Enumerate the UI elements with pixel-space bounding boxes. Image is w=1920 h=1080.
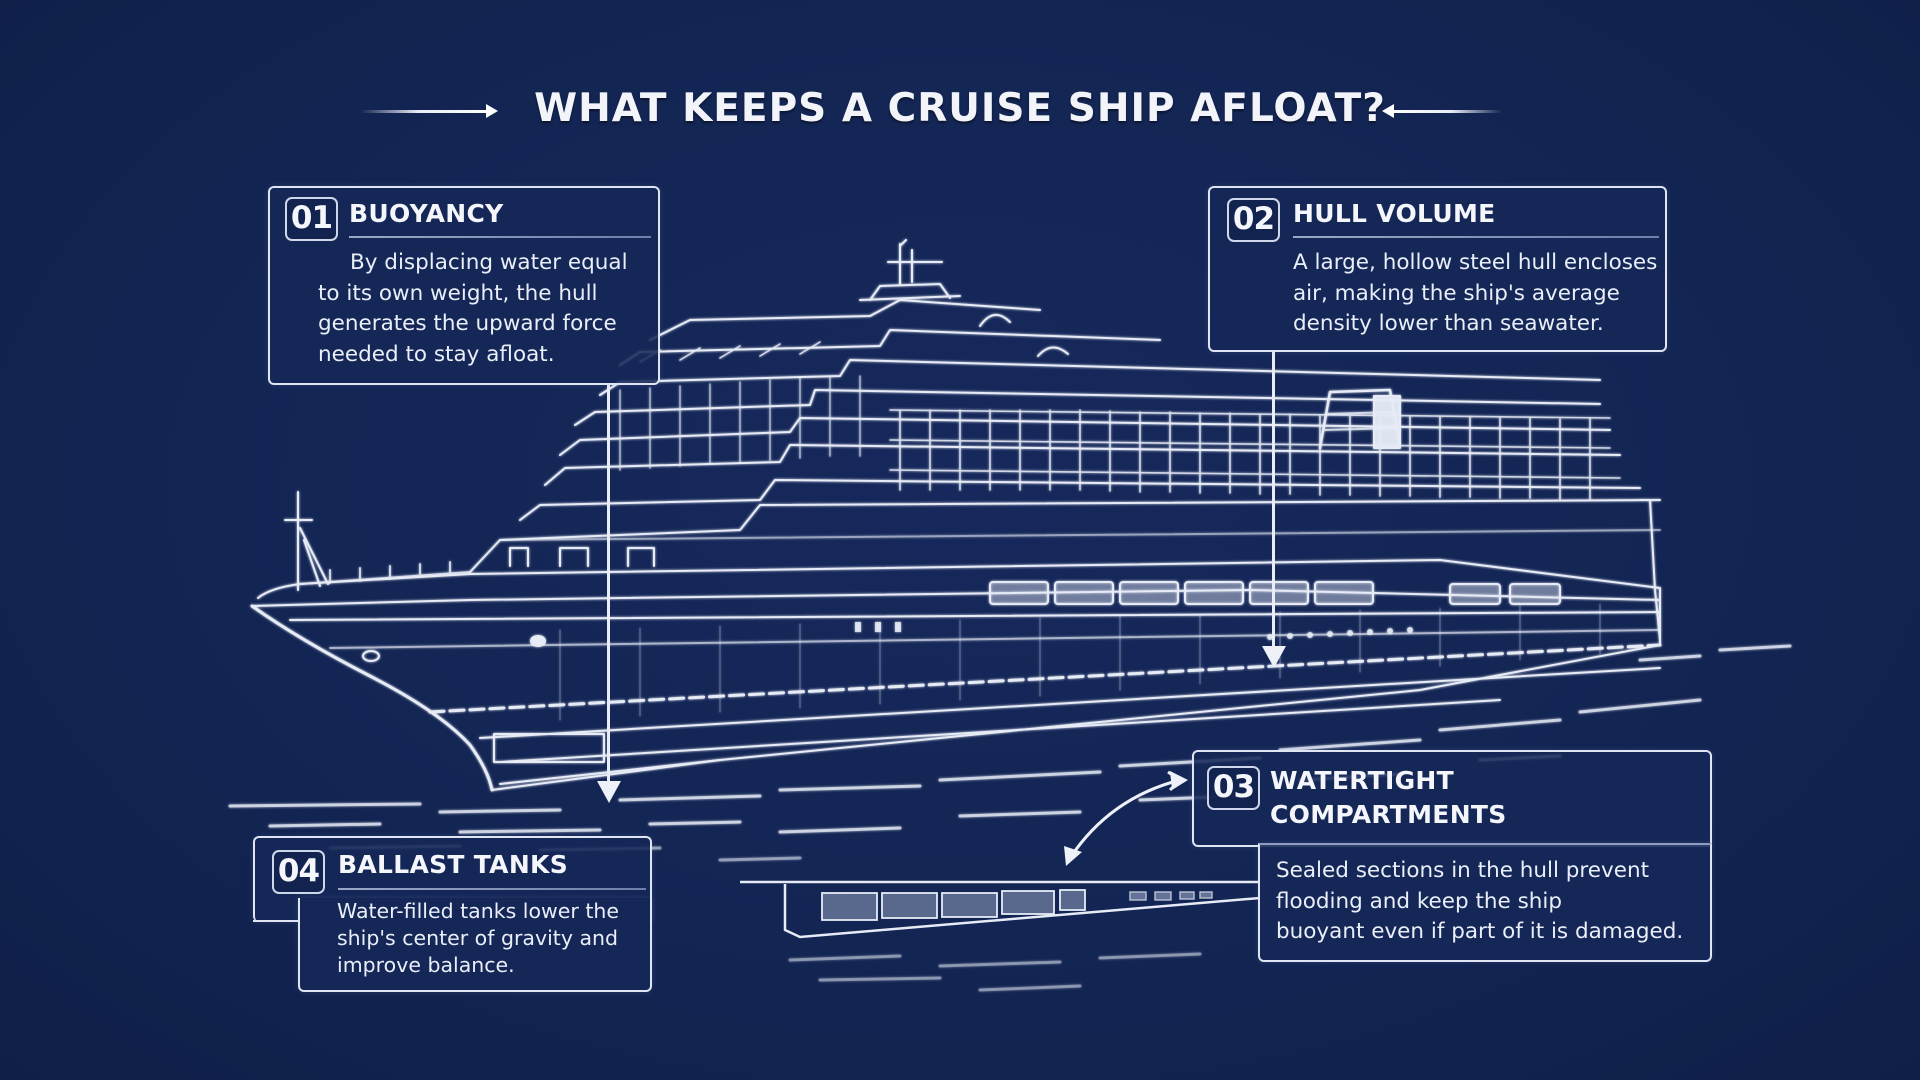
section-description: Water-filled tanks lower the ship's cent… [337, 899, 619, 977]
section-number-badge: 02 [1227, 198, 1280, 242]
section-heading: HULL VOLUME [1293, 199, 1496, 228]
title-left-arrow-icon [360, 104, 498, 118]
section-heading: BALLAST TANKS [338, 850, 569, 879]
heading-divider [349, 236, 651, 238]
compartment-pointer-arrow-icon [1064, 770, 1188, 866]
hull-volume-pointer-line [1272, 350, 1275, 650]
buoyancy-arrowhead-icon [597, 781, 621, 803]
section-hull-volume: 02 HULL VOLUME A large, hollow steel hul… [1208, 186, 1667, 352]
section-heading: BUOYANCY [349, 199, 504, 228]
section-heading-line-2: COMPARTMENTS [1270, 800, 1507, 829]
section-watertight-compartments-body: Sealed sections in the hull prevent floo… [1258, 843, 1712, 962]
section-buoyancy: 01 BUOYANCY By displacing water equal to… [268, 186, 660, 385]
hull-volume-arrowhead-icon [1262, 646, 1286, 668]
section-watertight-compartments: 03 WATERTIGHT COMPARTMENTS [1192, 750, 1712, 847]
heading-divider [1293, 236, 1659, 238]
compartment-cross-section [740, 880, 1261, 939]
page-title: WHAT KEEPS A CRUISE SHIP AFLOAT? [534, 86, 1386, 131]
section-heading-line-1: WATERTIGHT [1270, 766, 1454, 795]
section-number-badge: 01 [285, 197, 338, 241]
section-description: By displacing water equal to its own wei… [318, 250, 628, 367]
section-number-badge: 04 [272, 850, 325, 894]
section-ballast-tanks-body: Water-filled tanks lower the ship's cent… [298, 898, 652, 992]
section-description: A large, hollow steel hull encloses air,… [1293, 250, 1658, 336]
section-number-badge: 03 [1207, 766, 1260, 810]
heading-divider [338, 888, 646, 890]
title-right-arrow-icon [1382, 104, 1502, 118]
section-description: Sealed sections in the hull prevent floo… [1276, 858, 1684, 944]
box-tab-edge [253, 920, 299, 922]
buoyancy-pointer-line [607, 383, 610, 783]
